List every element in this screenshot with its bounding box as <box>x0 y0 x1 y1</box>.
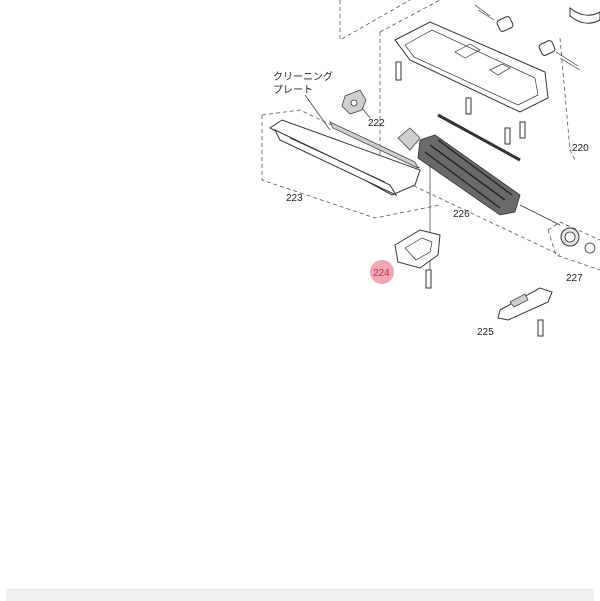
part-227: 227 <box>547 221 600 284</box>
part-label-226: 226 <box>453 209 470 220</box>
side-cover-225 <box>497 287 553 321</box>
part-224[interactable]: 224 <box>370 229 441 289</box>
part-222: 222 <box>341 89 385 129</box>
callout-label-line1: クリーニング <box>273 70 333 83</box>
screws-220 <box>395 61 526 145</box>
cleaning-plate-callout: クリーニング プレート <box>273 70 333 131</box>
roller-pins <box>474 4 600 71</box>
part-225: 225 <box>477 287 553 338</box>
part-223: 223 <box>261 109 441 219</box>
part-label-222: 222 <box>368 118 385 129</box>
part-label-223: 223 <box>286 193 303 204</box>
part-label-227: 227 <box>566 273 583 284</box>
part-226: 226 <box>397 127 561 270</box>
part-220-group: 220 <box>339 0 600 256</box>
callout-label-line2: プレート <box>273 84 313 96</box>
bottom-scroll-bar[interactable] <box>6 589 594 601</box>
part-label-220: 220 <box>572 143 589 154</box>
seal-strip <box>437 113 521 162</box>
part-highlight-marker[interactable] <box>370 260 394 284</box>
part-label-224[interactable]: 224 <box>373 268 390 279</box>
brush-end-cap <box>397 127 421 151</box>
side-cover-224 <box>394 229 441 269</box>
part-label-225: 225 <box>477 327 494 338</box>
screw-225 <box>537 319 544 337</box>
housing-frame <box>394 21 549 113</box>
callout-leader-line <box>304 94 331 131</box>
screw-224 <box>425 269 432 289</box>
